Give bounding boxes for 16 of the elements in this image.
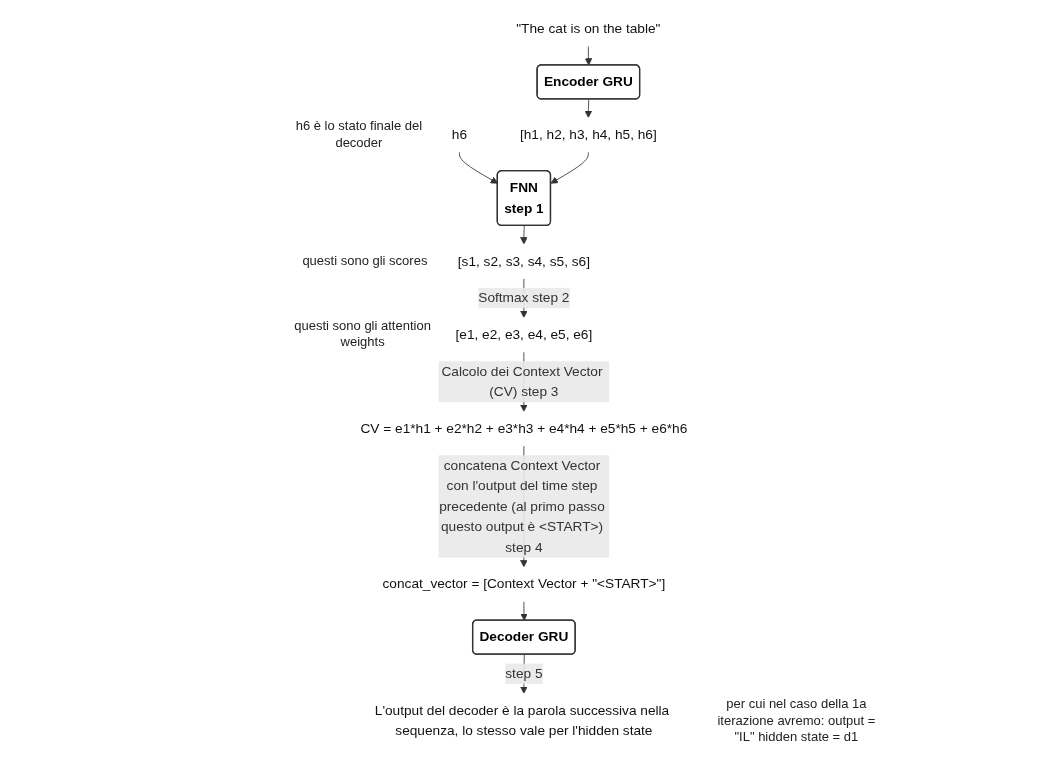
node-text: h6 — [451, 127, 468, 142]
edge-label: Calcolo dei Context Vector (CV) step 3 — [441, 363, 603, 399]
node-text: "The cat is on the table" — [516, 21, 661, 36]
node-text: [e1, e2, e3, e4, e5, e6] — [455, 327, 593, 342]
node-text: [s1, s2, s3, s4, s5, s6] — [457, 253, 591, 269]
note-text: h6 è lo stato finale del decoder — [294, 118, 424, 151]
edge-label: concatena Context Vector con l'output del time step precedente (al primo passo questo output è <START>) step 4 — [439, 457, 605, 555]
node-text: concat_vector = [Context Vector + "<START>"] — [382, 576, 666, 591]
note-text: questi sono gli scores — [301, 253, 429, 270]
node-text: L'output del decoder è la parola successiva nella sequenza, lo stesso vale per l'hidden state — [374, 702, 670, 738]
note-text: per cui nel caso della 1a iterazione avremo: output = "IL" hidden state = d1 — [716, 696, 877, 746]
note-text: questi sono gli attention weights — [293, 318, 432, 351]
edge-label: Softmax step 2 — [478, 290, 570, 305]
node-text: [h1, h2, h3, h4, h5, h6] — [520, 127, 657, 142]
edge-label: step 5 — [505, 666, 543, 681]
node-text: CV = e1*h1 + e2*h2 + e3*h3 + e4*h4 + e5*h5 + e6*h6 — [360, 420, 688, 436]
